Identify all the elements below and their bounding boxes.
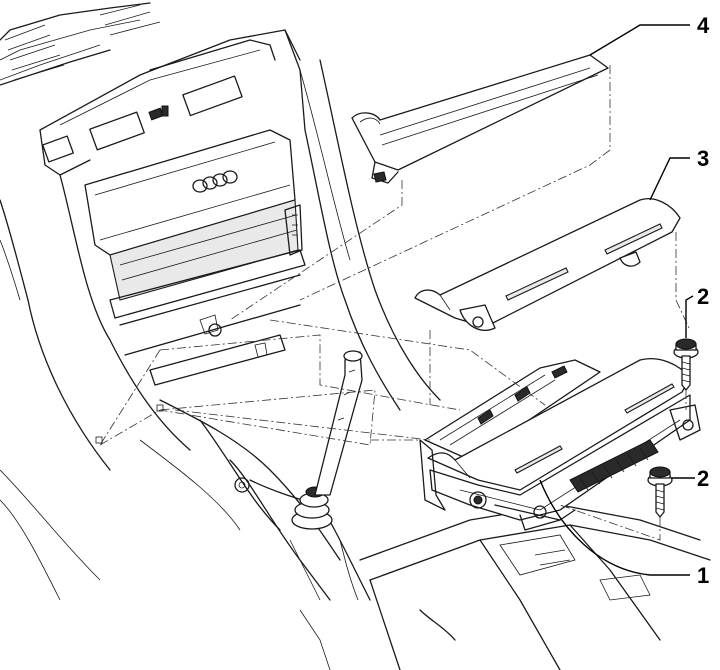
part-1-storage-insert: [419, 358, 701, 531]
callout-leaders: [539, 24, 695, 576]
leader-3: [649, 157, 690, 201]
callout-1: 1: [697, 563, 709, 588]
part-4-upper-cover: [351, 54, 609, 184]
leader-2-upper: [685, 295, 694, 338]
air-vent-grille: [0, 4, 161, 86]
callout-4: 4: [697, 13, 710, 38]
callout-labels: 4 3 2 2 1: [697, 13, 710, 588]
gear-shift-boot: [139, 399, 371, 601]
callout-2-lower: 2: [697, 466, 709, 491]
callout-2-upper: 2: [697, 284, 709, 309]
leader-1: [539, 479, 690, 576]
gear-shift-lever: [314, 350, 363, 496]
storage-tray-slots: [109, 249, 306, 386]
part-3-trim-cover: [414, 198, 681, 331]
callout-3: 3: [697, 146, 709, 171]
part-2-screw-lower: [647, 466, 673, 518]
radio-head-unit: [84, 129, 303, 301]
switch-row: [42, 75, 243, 163]
part-2-screw-upper: [673, 338, 699, 391]
brand-logo-rings: [192, 170, 238, 193]
leader-4: [589, 24, 690, 56]
